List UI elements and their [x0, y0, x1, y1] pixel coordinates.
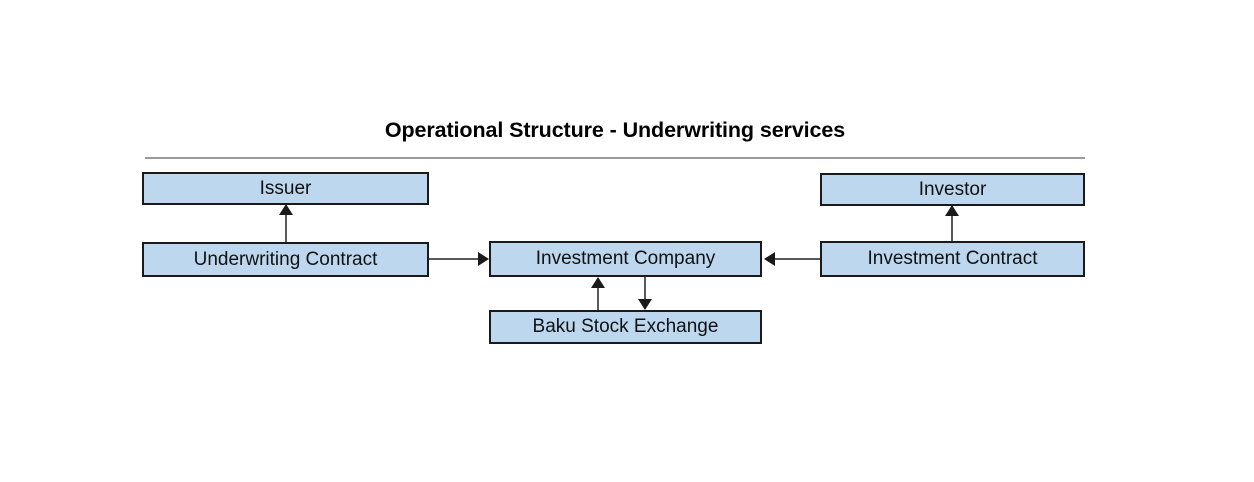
- node-underwriting-contract[interactable]: Underwriting Contract: [142, 242, 429, 277]
- edge-line: [644, 277, 646, 299]
- arrowhead-up-icon: [945, 205, 959, 216]
- arrowhead-down-icon: [638, 299, 652, 310]
- node-investor[interactable]: Investor: [820, 173, 1085, 206]
- edge-line: [429, 258, 479, 260]
- node-issuer[interactable]: Issuer: [142, 172, 429, 205]
- node-investment-contract[interactable]: Investment Contract: [820, 241, 1085, 277]
- arrowhead-up-icon: [591, 277, 605, 288]
- node-investment-company[interactable]: Investment Company: [489, 241, 762, 277]
- node-baku-stock-exchange-label: Baku Stock Exchange: [532, 316, 719, 337]
- edge-line: [951, 216, 953, 241]
- node-investor-label: Investor: [918, 178, 987, 200]
- title-divider: [145, 157, 1085, 159]
- node-underwriting-contract-label: Underwriting Contract: [193, 248, 378, 270]
- node-issuer-label: Issuer: [259, 177, 312, 199]
- edge-line: [775, 258, 820, 260]
- arrowhead-right-icon: [478, 252, 489, 266]
- node-investment-company-label: Investment Company: [535, 248, 716, 269]
- diagram-title: Operational Structure - Underwriting ser…: [384, 118, 846, 142]
- edge-line: [285, 215, 287, 242]
- arrowhead-left-icon: [764, 252, 775, 266]
- edge-line: [597, 288, 599, 310]
- arrowhead-up-icon: [279, 204, 293, 215]
- node-investment-contract-label: Investment Contract: [867, 248, 1038, 269]
- node-baku-stock-exchange[interactable]: Baku Stock Exchange: [489, 310, 762, 344]
